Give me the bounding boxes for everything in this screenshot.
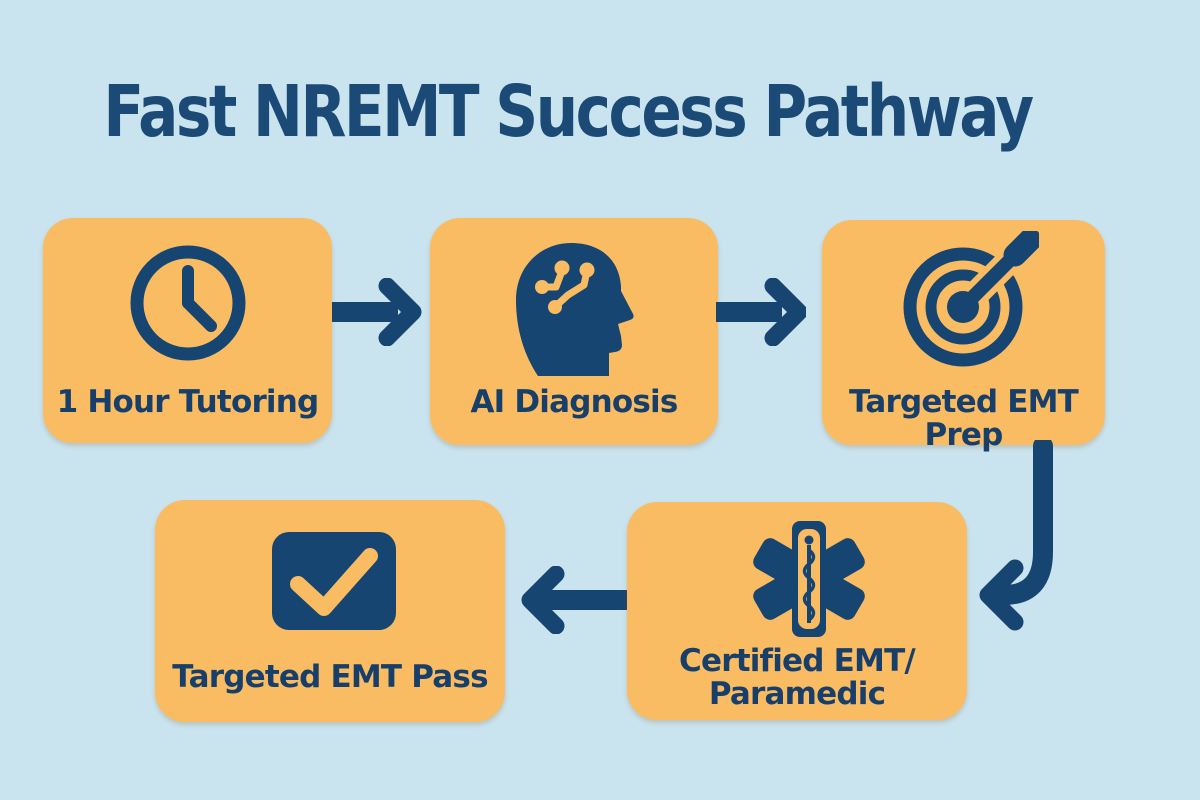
step-card-targeted-emt-prep: Targeted EMT Prep xyxy=(822,220,1105,452)
arrow-right-icon xyxy=(716,278,806,346)
clock-icon xyxy=(129,244,247,362)
ai-head-icon xyxy=(516,243,636,376)
star-of-life-icon xyxy=(744,514,874,644)
checkbox-icon xyxy=(270,530,398,634)
step-card-ai-diagnosis: AI Diagnosis xyxy=(430,218,718,445)
step-label: AI Diagnosis xyxy=(470,384,678,420)
target-icon xyxy=(899,231,1039,371)
step-card-targeted-emt-pass: Targeted EMT Pass xyxy=(155,500,505,722)
step-label: Targeted EMT Pass xyxy=(172,659,488,695)
step-label: Targeted EMT Prep xyxy=(849,384,1079,454)
step-card-1-hour-tutoring: 1 Hour Tutoring xyxy=(43,218,332,443)
page-title: Fast NREMT Success Pathway xyxy=(102,70,1034,153)
arrow-right-icon xyxy=(332,278,422,346)
step-label: 1 Hour Tutoring xyxy=(56,384,320,420)
arrow-left-icon xyxy=(510,566,630,634)
step-label: Certified EMT/ Paramedic xyxy=(679,643,916,713)
step-card-certified-emt-paramedic: Certified EMT/ Paramedic xyxy=(627,502,967,720)
arrow-curved-down-left-icon xyxy=(978,440,1078,640)
